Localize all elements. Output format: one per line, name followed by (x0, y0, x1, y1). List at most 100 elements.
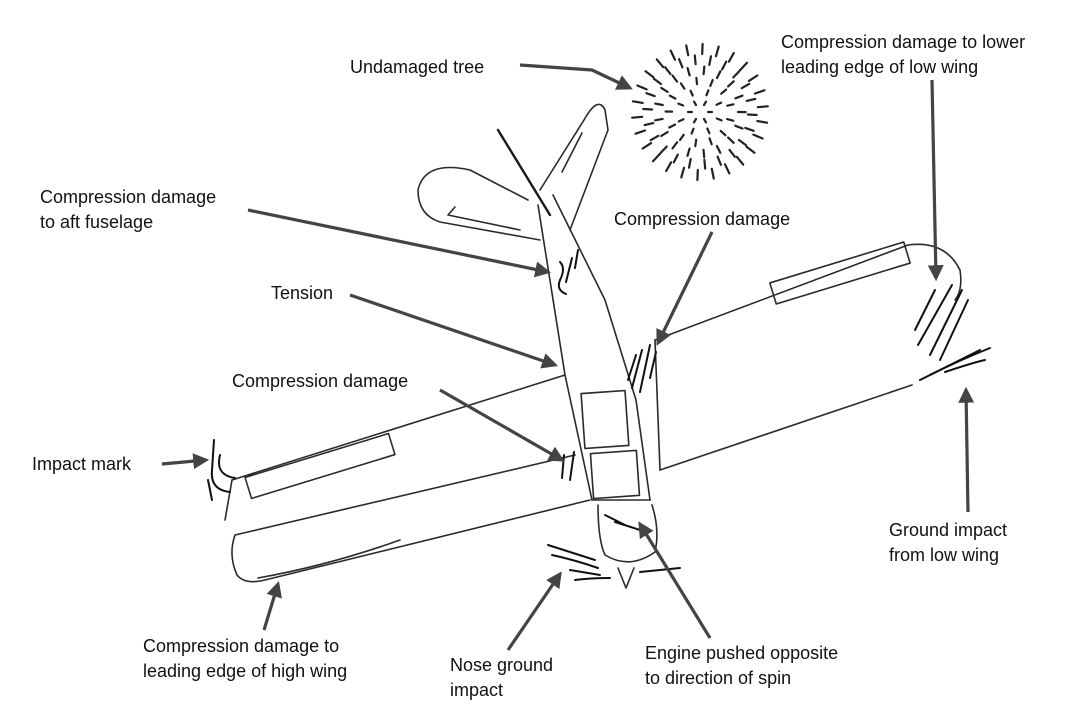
tree-mark (660, 130, 669, 138)
tree-mark (734, 124, 744, 130)
tree-mark (715, 144, 722, 154)
tree-mark (642, 107, 654, 111)
tree-mark (714, 45, 720, 58)
tree-mark (677, 58, 684, 69)
tree-mark (663, 66, 672, 76)
arrow-high-wing (262, 580, 282, 631)
arrow-undamaged-tree (519, 63, 633, 90)
leader-arrows (161, 63, 975, 651)
tree-mark (747, 74, 759, 83)
tree-mark (641, 142, 653, 150)
tree-mark (732, 69, 741, 79)
arrow-engine (638, 521, 712, 639)
tree-mark (715, 70, 722, 80)
tree-mark (678, 133, 685, 142)
tree-mark (723, 163, 731, 175)
arrow-compression-upper (656, 231, 714, 346)
tree-mark (756, 105, 769, 109)
tree-mark (680, 166, 686, 179)
tree-mark (692, 117, 698, 124)
tree-mark (660, 86, 669, 94)
label-compression-damage-upper: Compression damage (614, 209, 791, 229)
tree-mark (686, 147, 691, 157)
damage-marks (207, 249, 991, 581)
tree-mark (636, 84, 648, 91)
tree-mark (719, 129, 727, 137)
tree-mark (703, 158, 707, 170)
tree-mark (710, 167, 715, 180)
tree-mark (727, 51, 735, 63)
tree-mark (649, 134, 660, 142)
tree-mark (725, 117, 735, 122)
tree-mark (644, 70, 655, 79)
tree-mark (705, 89, 710, 97)
tree-mark (694, 138, 698, 148)
tree-mark (756, 119, 769, 124)
tree-mark (669, 49, 677, 61)
tree-mark (745, 97, 757, 103)
arrow-impact-mark (161, 453, 210, 470)
tree-mark (752, 133, 764, 140)
tree-mark (686, 66, 691, 77)
tree-mark (651, 152, 662, 163)
high-wing-left (224, 374, 591, 583)
tree-mark (728, 148, 737, 158)
low-wing-right (654, 241, 962, 471)
tree-mark (740, 82, 751, 90)
tree-mark (726, 136, 735, 144)
tree-mark (643, 121, 655, 127)
label-ground-impact: Ground impact from low wing (889, 520, 1008, 565)
arrow-tension (349, 293, 559, 369)
tree-mark (693, 54, 697, 66)
tree-mark (715, 101, 723, 106)
tree-mark (753, 89, 766, 95)
tree-mark (695, 76, 699, 86)
tree-mark (679, 82, 686, 90)
tree-mark (709, 78, 714, 88)
label-nose-ground-impact: Nose ground impact (450, 655, 554, 700)
tree-mark (738, 61, 749, 72)
tree-mark (690, 127, 695, 135)
tree-mark (708, 137, 713, 146)
tree-mark (672, 153, 679, 164)
tree-mark (654, 102, 664, 107)
tree-mark (652, 77, 663, 86)
arrow-compression-middle (439, 388, 565, 462)
tree-mark (654, 117, 664, 122)
label-undamaged-tree: Undamaged tree (350, 57, 485, 77)
tree-mark (726, 103, 735, 107)
tree-mark (734, 94, 744, 100)
tree-mark (702, 65, 706, 76)
tree-mark (634, 129, 647, 135)
tree-mark (655, 58, 665, 69)
tree-mark (745, 145, 756, 154)
tree-mark (716, 155, 723, 166)
tree-mark (659, 145, 668, 154)
tree-mark (721, 60, 728, 71)
label-engine-pushed: Engine pushed opposite to direction of s… (645, 643, 839, 688)
tree-mark (685, 44, 690, 57)
tree-mark (677, 118, 685, 123)
tree-mark (677, 102, 685, 107)
label-compression-damage-middle: Compression damage (232, 371, 409, 391)
tree-mark (708, 55, 713, 67)
horizontal-tail (417, 103, 609, 241)
tree-mark (665, 161, 673, 173)
arrow-compression-aft (247, 208, 552, 278)
label-tension: Tension (271, 283, 334, 303)
arrow-nose-ground (506, 571, 562, 651)
tree-mark (737, 138, 748, 147)
tree-mark (702, 148, 706, 159)
tree-mark (715, 117, 723, 122)
tree-icon (631, 42, 769, 182)
tree-mark (631, 115, 644, 119)
label-compression-high-wing: Compression damage to leading edge of hi… (143, 636, 348, 681)
arrow-ground-impact (958, 386, 975, 513)
label-impact-mark: Impact mark (32, 454, 132, 474)
label-compression-aft-fuselage: Compression damage to aft fuselage (40, 187, 217, 232)
tree-mark (687, 158, 692, 169)
tree-mark (720, 88, 728, 95)
tree-mark (744, 126, 755, 132)
